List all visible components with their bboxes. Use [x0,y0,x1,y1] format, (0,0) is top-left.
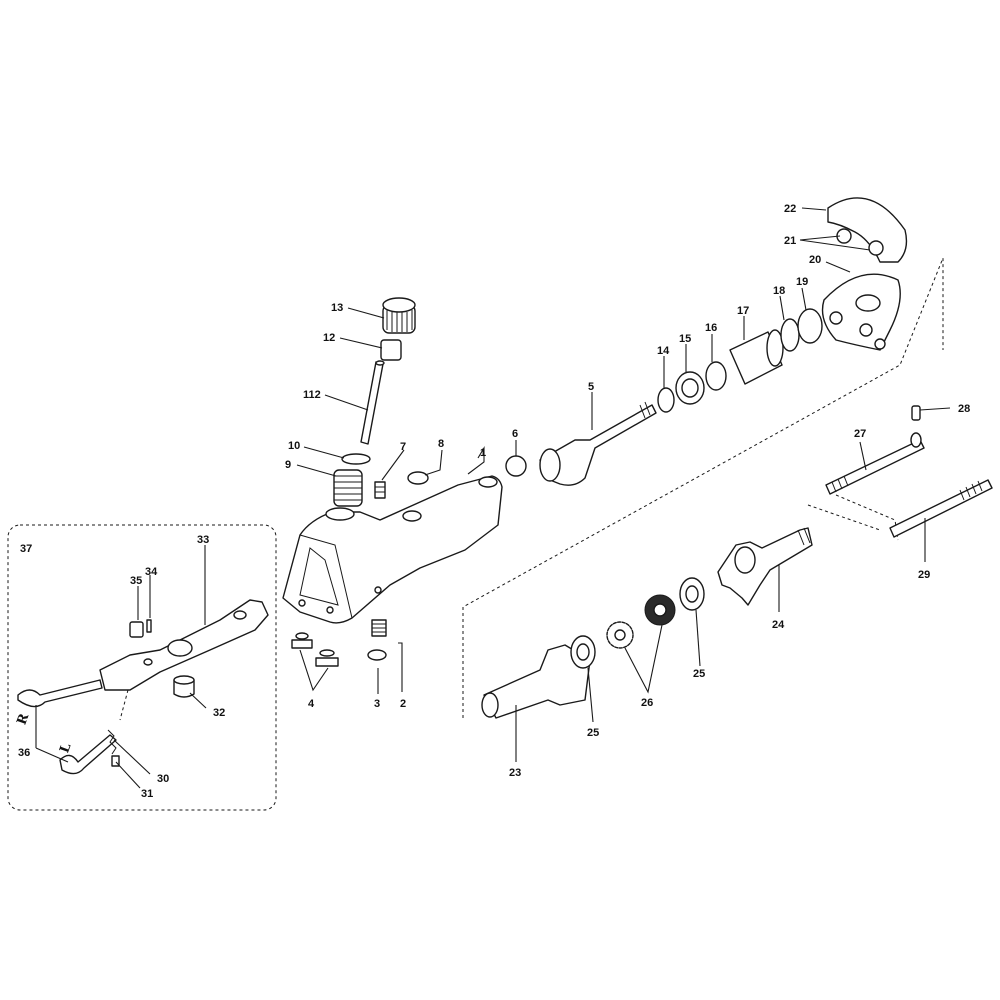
callout-36: 36 [18,747,30,759]
callout-labels: 1 2 3 4 5 6 7 8 9 10 112 12 13 14 15 16 … [18,203,970,800]
housing-part [282,475,503,624]
rod-part-112 [360,360,385,445]
gear-part-26b [644,594,676,626]
callout-30: 30 [157,773,169,785]
callout-3: 3 [374,698,380,710]
callout-10: 10 [288,440,300,452]
ring-part-16 [705,361,727,391]
gear-part-26a [606,621,634,649]
ring-part-10 [341,453,371,465]
spindle-part-5 [539,401,657,486]
right-side-mark: R [15,711,33,726]
housing-part-24 [717,527,813,606]
cap-part-8 [407,471,429,485]
callout-20: 20 [809,254,821,266]
bearing-part-15 [675,371,705,405]
spring-part-30 [107,729,117,755]
spring-part-9 [333,469,363,507]
callout-29: 29 [918,569,930,581]
bushing-part-6 [505,455,527,477]
washer-part-3 [367,649,387,661]
sleeve-part-12 [380,339,402,361]
callout-34: 34 [145,566,158,578]
callout-15: 15 [679,333,691,345]
callout-4: 4 [308,698,315,710]
callout-26: 26 [641,697,653,709]
pin-part-34 [146,619,152,633]
circlip-part-18 [780,318,800,352]
callout-25a: 25 [587,727,599,739]
plug-part-2 [371,619,387,637]
callout-21: 21 [784,235,796,247]
callout-33: 33 [197,534,209,546]
screw-part-31 [111,755,120,767]
block-part-35 [129,621,144,638]
callout-5: 5 [588,381,594,393]
callout-25b: 25 [693,668,705,680]
shaft-part-29 [889,479,993,538]
callout-22: 22 [784,203,796,215]
housing-part-23 [481,644,591,719]
feet-part-4 [291,632,339,667]
callout-13: 13 [331,302,343,314]
callout-32: 32 [213,707,225,719]
bearing-part-25a [570,635,596,669]
callout-17: 17 [737,305,749,317]
callout-24: 24 [772,619,785,631]
callout-14: 14 [657,345,670,357]
callout-1: 1 [480,447,486,459]
inset-box-37 [7,524,277,811]
pin-part-7 [374,481,386,499]
callout-8: 8 [438,438,444,450]
ring-part-19 [797,308,823,344]
callout-18: 18 [773,285,785,297]
bracket-part-33 [99,599,269,691]
left-side-mark: L [57,741,74,755]
callout-19: 19 [796,276,808,288]
callout-35: 35 [130,575,142,587]
shaft-part-27 [825,432,925,495]
callout-112: 112 [303,389,321,401]
callout-31: 31 [141,788,153,800]
cover-part-20 [821,273,901,351]
knob-part-13 [382,297,416,334]
callout-2: 2 [400,698,406,710]
stop-part-32 [173,675,195,698]
callout-12: 12 [323,332,335,344]
callout-7: 7 [400,441,406,453]
leader-lines [35,207,951,789]
callout-9: 9 [285,459,291,471]
pin-part-28 [911,405,921,421]
callout-23: 23 [509,767,521,779]
assembly-outline [462,257,944,718]
sleeve-part-17 [729,329,784,385]
callout-6: 6 [512,428,518,440]
inset-guide [119,689,129,721]
bearing-part-25b [679,577,705,611]
fork-part-36-right [17,679,103,708]
callout-16: 16 [705,322,717,334]
ring-part-14 [657,387,675,413]
shaft-outline [807,494,899,541]
fork-part-36-left [59,734,117,775]
plate-part-22 [827,197,908,263]
callout-27: 27 [854,428,866,440]
callout-37: 37 [20,543,32,555]
callout-28: 28 [958,403,970,415]
